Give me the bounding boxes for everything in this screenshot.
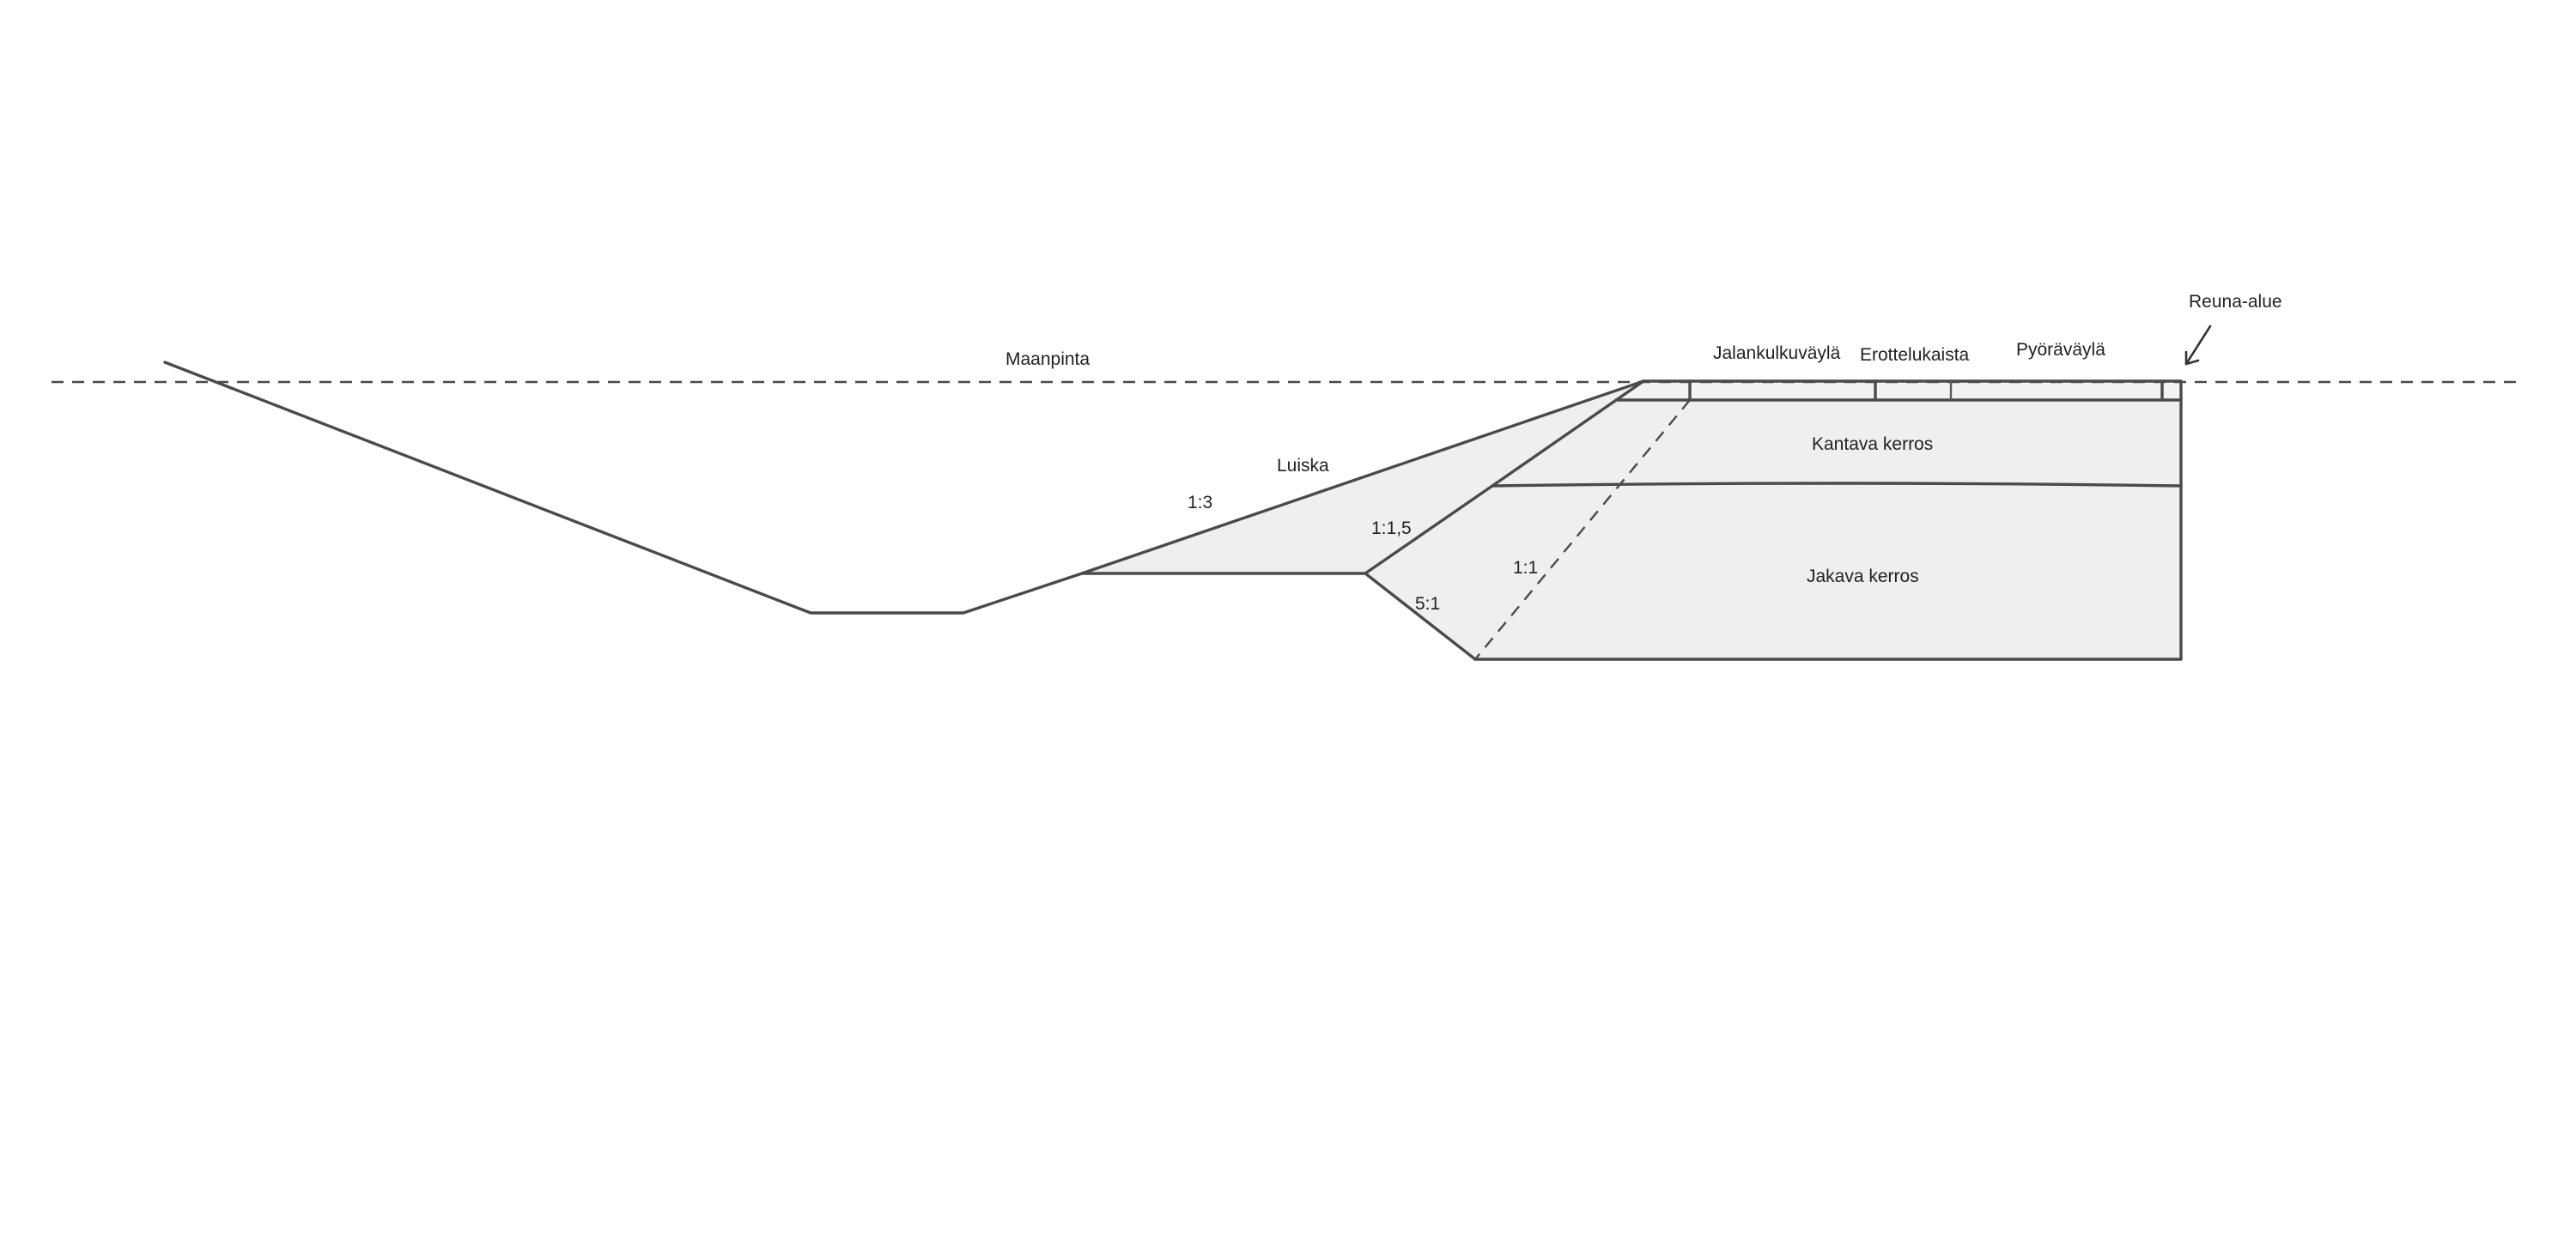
slope-label: Luiska [1277,456,1329,476]
ditch-profile-line [163,361,1645,615]
sub-base-fill [1365,486,2181,659]
inner-slope-ratio-label: 1:1,5 [1371,518,1412,538]
sub-base-label: Jakava kerros [1807,567,1919,586]
bottom-slope-line [1364,572,1477,661]
footway-label: Jalankulkuväylä [1713,343,1841,363]
surface-course-fill [1616,381,2181,400]
dashed-slope-line [1474,399,1691,660]
dashed-slope-ratio-label: 1:1 [1513,558,1538,578]
outer-slope-ratio-label: 1:3 [1188,493,1212,512]
separation-strip-label: Erottelukaista [1860,345,1970,365]
ground-surface-label: Maanpinta [1005,349,1090,369]
base-course-label: Kantava kerros [1812,434,1933,454]
slope-fill [1082,381,1687,573]
cycleway-label: Pyöräväylä [2016,340,2105,360]
base-course-fill [1492,400,2181,486]
structure-outline [1473,379,2183,661]
bottom-slope-ratio-label: 5:1 [1415,594,1440,614]
base-subbase-boundary-line [1491,482,2183,488]
edge-area-arrow [2184,324,2212,366]
edge-area-label: Reuna-alue [2189,292,2282,312]
